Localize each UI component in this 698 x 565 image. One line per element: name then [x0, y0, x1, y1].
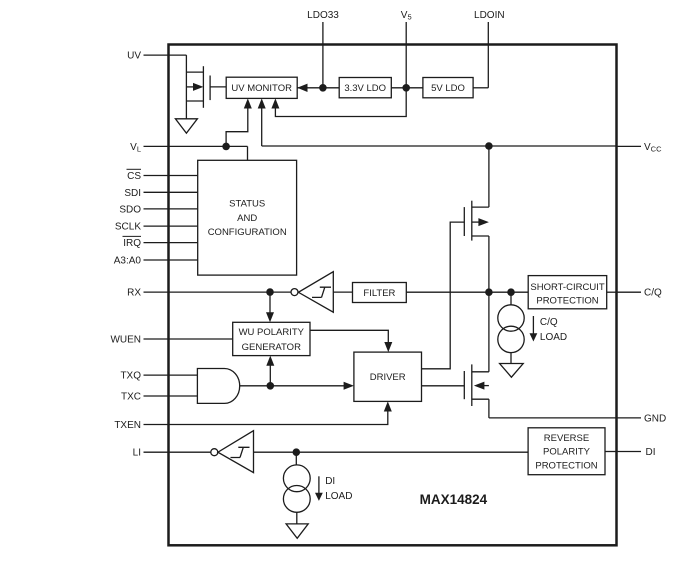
svg-text:TXC: TXC [121, 392, 141, 403]
svg-text:C/Q: C/Q [644, 288, 662, 299]
svg-text:TXQ: TXQ [120, 371, 141, 382]
svg-text:LDO33: LDO33 [307, 10, 339, 21]
svg-text:LOAD: LOAD [325, 491, 352, 502]
svg-text:MAX14824: MAX14824 [420, 492, 488, 507]
svg-text:RX: RX [127, 288, 141, 299]
svg-text:GENERATOR: GENERATOR [242, 342, 301, 353]
svg-text:AND: AND [237, 213, 257, 224]
svg-text:CS: CS [127, 171, 141, 182]
svg-text:PROTECTION: PROTECTION [535, 460, 597, 471]
svg-text:DI: DI [646, 447, 656, 458]
svg-text:CONFIGURATION: CONFIGURATION [208, 227, 287, 238]
svg-text:DI: DI [325, 476, 335, 487]
svg-text:POLARITY: POLARITY [543, 447, 591, 458]
svg-text:REVERSE: REVERSE [544, 433, 589, 444]
svg-text:SCLK: SCLK [115, 222, 141, 233]
svg-text:IRQ: IRQ [123, 238, 141, 249]
svg-text:LI: LI [133, 448, 141, 459]
svg-text:UV MONITOR: UV MONITOR [231, 83, 292, 94]
svg-text:TXEN: TXEN [114, 420, 141, 431]
svg-text:C/Q: C/Q [540, 317, 558, 328]
svg-text:SHORT-CIRCUIT: SHORT-CIRCUIT [530, 282, 604, 293]
svg-text:3.3V LDO: 3.3V LDO [344, 83, 386, 94]
svg-text:WU POLARITY: WU POLARITY [239, 327, 305, 338]
svg-text:STATUS: STATUS [229, 198, 265, 209]
svg-text:5V LDO: 5V LDO [431, 83, 465, 94]
svg-text:VCC: VCC [644, 142, 662, 154]
svg-text:DRIVER: DRIVER [370, 372, 406, 383]
svg-text:GND: GND [644, 413, 666, 424]
svg-text:LOAD: LOAD [540, 332, 567, 343]
svg-text:FILTER: FILTER [363, 288, 395, 299]
svg-text:SDI: SDI [124, 188, 141, 199]
svg-text:A3:A0: A3:A0 [114, 256, 142, 267]
svg-text:SDO: SDO [119, 204, 141, 215]
svg-text:PROTECTION: PROTECTION [536, 296, 598, 307]
svg-text:V5: V5 [401, 10, 412, 22]
svg-text:VL: VL [130, 142, 141, 154]
svg-text:LDOIN: LDOIN [474, 10, 505, 21]
svg-text:WUEN: WUEN [110, 335, 141, 346]
svg-text:UV: UV [127, 51, 141, 62]
